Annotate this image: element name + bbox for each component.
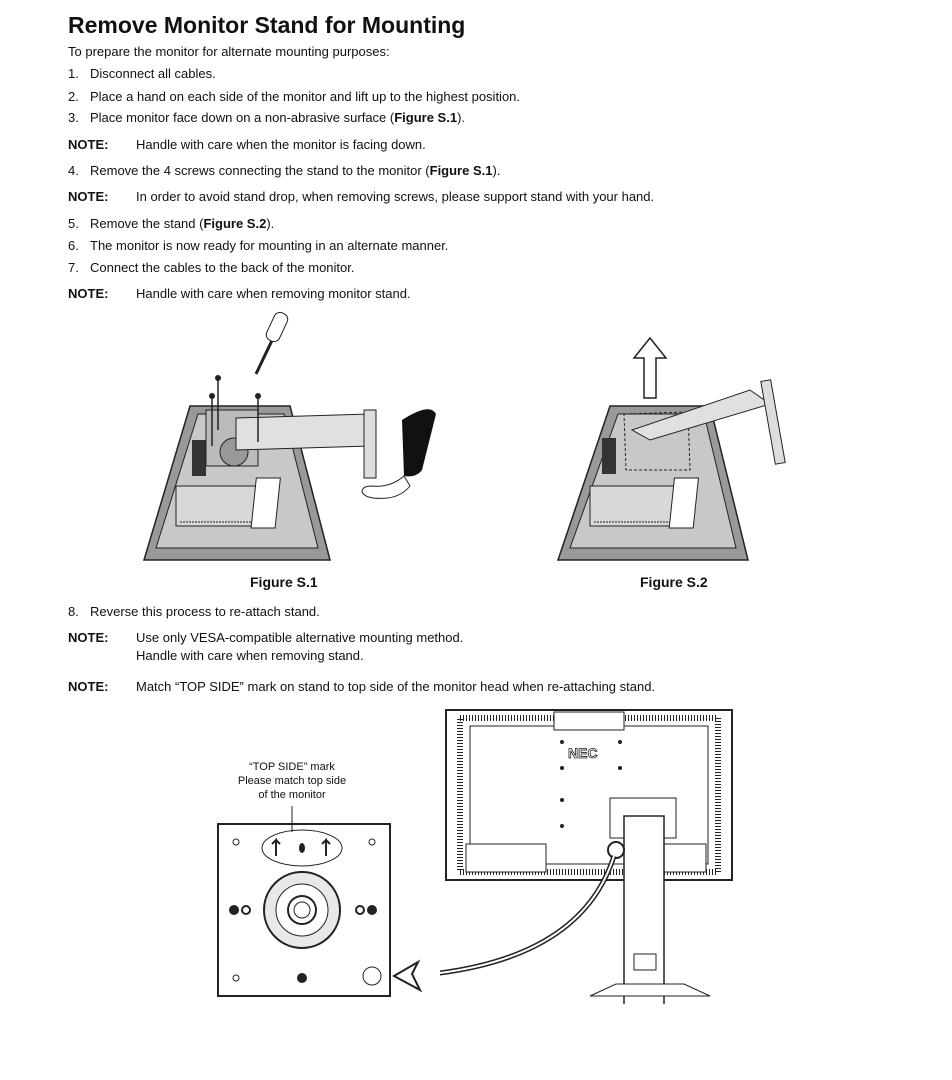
step-7: 7. Connect the cables to the back of the …: [68, 260, 355, 275]
step-text: Place monitor face down on a non-abrasiv…: [90, 110, 395, 125]
note-label: NOTE:: [68, 286, 109, 301]
note-text: Handle with care when removing monitor s…: [136, 286, 411, 301]
step-6: 6. The monitor is now ready for mounting …: [68, 238, 448, 253]
step-text-end: ).: [457, 110, 466, 125]
nec-logo: NEC: [568, 745, 598, 761]
step-number: 1.: [68, 66, 79, 81]
top-side-callout: “TOP SIDE” mark Please match top side of…: [222, 760, 362, 802]
step-1: 1. Disconnect all cables.: [68, 66, 216, 81]
step-text: Connect the cables to the back of the mo…: [90, 260, 355, 275]
step-number: 8.: [68, 604, 79, 619]
step-3: 3. Place monitor face down on a non-abras…: [68, 110, 465, 125]
step-text: Disconnect all cables.: [90, 66, 216, 81]
note-text: Match “TOP SIDE” mark on stand to top si…: [136, 679, 656, 694]
step-text-end: ).: [266, 216, 275, 231]
step-number: 2.: [68, 89, 79, 104]
step-text: Remove the stand (: [90, 216, 204, 231]
callout-line: “TOP SIDE” mark: [249, 761, 335, 773]
note-text: Handle with care when removing stand.: [136, 648, 364, 663]
figure-s2-illustration: [556, 336, 786, 561]
callout-line: of the monitor: [258, 789, 326, 801]
step-text: The monitor is now ready for mounting in…: [90, 238, 449, 253]
step-text: Reverse this process to re-attach stand.: [90, 604, 320, 619]
step-number: 3.: [68, 110, 79, 125]
callout-line: Please match top side: [237, 775, 347, 787]
note-text: In order to avoid stand drop, when remov…: [136, 189, 655, 204]
step-number: 4.: [68, 163, 79, 178]
intro-text: To prepare the monitor for alternate mou…: [68, 44, 390, 59]
page-title: Remove Monitor Stand for Mounting: [68, 12, 466, 38]
note-label: NOTE:: [68, 630, 109, 645]
figure-s2-caption: Figure S.2: [640, 574, 708, 590]
note-label: NOTE:: [68, 137, 109, 152]
note-text: Use only VESA-compatible alternative mou…: [136, 630, 464, 645]
step-number: 5.: [68, 216, 79, 231]
step-5: 5. Remove the stand (Figure S.2).: [68, 216, 274, 231]
figure-s1-illustration: [142, 311, 436, 561]
figure-reference: Figure S.1: [394, 110, 458, 125]
note-label: NOTE:: [68, 679, 109, 694]
arrow-head-icon: [392, 959, 422, 993]
step-number: 7.: [68, 260, 79, 275]
note-label: NOTE:: [68, 189, 109, 204]
step-text: Place a hand on each side of the monitor…: [90, 89, 521, 104]
figure-reference: Figure S.2: [203, 216, 267, 231]
step-text: Remove the 4 screws connecting the stand…: [90, 163, 430, 178]
monitor-back-illustration: NEC: [440, 709, 733, 1004]
step-4: 4. Remove the 4 screws connecting the sta…: [68, 163, 500, 178]
figure-reference: Figure S.1: [429, 163, 493, 178]
step-8: 8. Reverse this process to re-attach stan…: [68, 604, 320, 619]
step-number: 6.: [68, 238, 79, 253]
figure-s1-caption: Figure S.1: [250, 574, 318, 590]
step-2: 2. Place a hand on each side of the monit…: [68, 89, 520, 104]
step-text-end: ).: [492, 163, 501, 178]
stand-plate-illustration: [217, 806, 391, 997]
note-text: Handle with care when the monitor is fac…: [136, 137, 426, 152]
